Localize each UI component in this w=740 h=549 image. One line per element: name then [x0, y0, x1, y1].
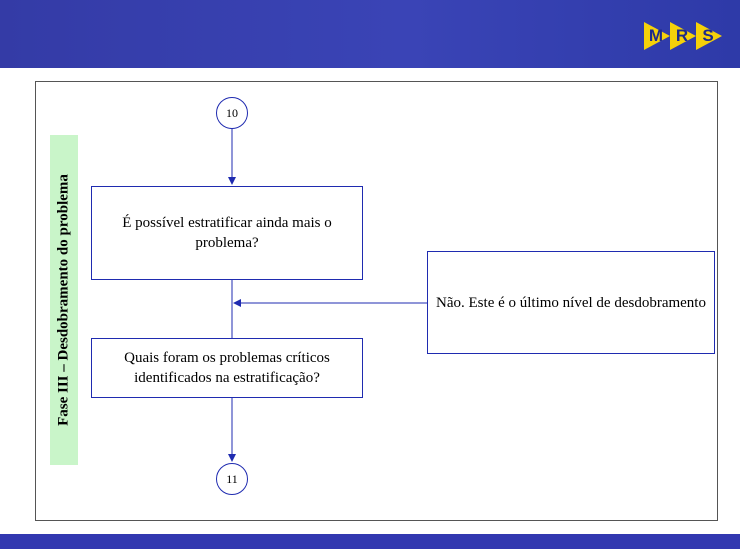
logo-arrow-3 [696, 22, 722, 50]
logo-arrow-2 [670, 22, 696, 50]
logo-arrow-1 [644, 22, 670, 50]
footer-bar [0, 534, 740, 549]
phase-label-background [50, 135, 78, 465]
logo-letter-s: S [702, 26, 714, 45]
end-node: 11 [216, 463, 248, 495]
logo-letter-r: R [675, 26, 689, 45]
mrs-logo: M R S [644, 22, 724, 52]
answer-box: Não. Este é o último nível de desdobrame… [427, 251, 715, 354]
question-box: É possível estratificar ainda mais o pro… [91, 186, 363, 280]
start-node: 10 [216, 97, 248, 129]
logo-letter-m: M [648, 26, 664, 45]
header-bar [0, 0, 740, 68]
next-question-box: Quais foram os problemas críticos identi… [91, 338, 363, 398]
